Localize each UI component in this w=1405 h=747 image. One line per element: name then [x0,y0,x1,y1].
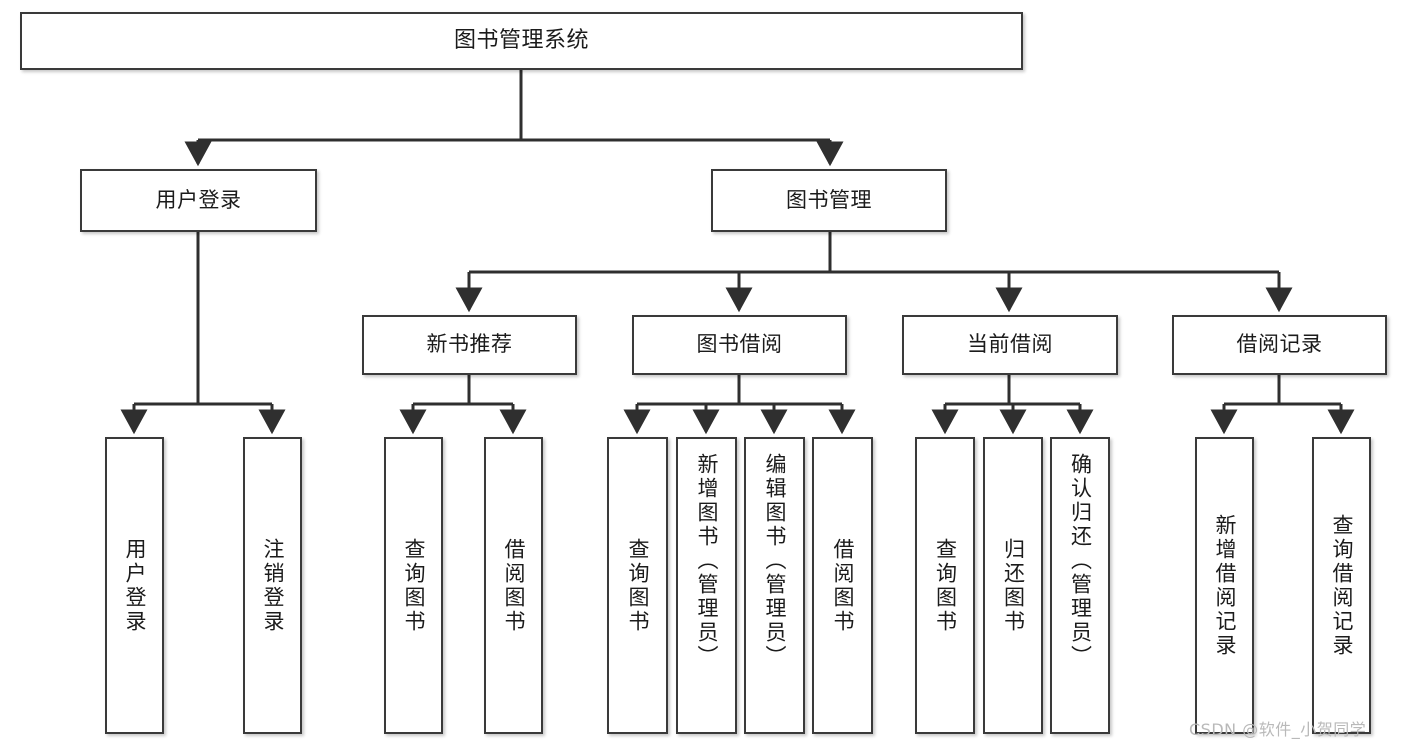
node-book-borrow-label: 图书借阅 [696,332,783,357]
node-leaf-add-book[interactable]: 新增图书（管理员） [676,437,737,734]
node-leaf-borrow-book-1-label: 借阅图书 [502,537,526,634]
node-leaf-user-login-label: 用户登录 [123,537,147,634]
node-user-login[interactable]: 用户登录 [80,169,317,232]
node-leaf-query-book-2-label: 查询图书 [626,537,650,634]
node-leaf-user-login[interactable]: 用户登录 [105,437,164,734]
node-user-login-label: 用户登录 [155,187,242,212]
node-borrow-record[interactable]: 借阅记录 [1172,315,1387,375]
node-leaf-query-book-1[interactable]: 查询图书 [384,437,443,734]
node-book-borrow[interactable]: 图书借阅 [632,315,847,375]
node-current-borrow-label: 当前借阅 [967,332,1053,357]
node-book-manage[interactable]: 图书管理 [711,169,947,232]
node-leaf-query-record-label: 查询借阅记录 [1330,513,1354,658]
node-new-book-recommend[interactable]: 新书推荐 [362,315,577,375]
node-current-borrow[interactable]: 当前借阅 [902,315,1118,375]
node-new-book-recommend-label: 新书推荐 [426,332,513,357]
node-leaf-borrow-book-1[interactable]: 借阅图书 [484,437,543,734]
node-leaf-add-book-label: 新增图书（管理员） [695,453,719,669]
node-leaf-query-book-1-label: 查询图书 [402,537,426,634]
node-leaf-confirm-return-label: 确认归还（管理员） [1068,453,1093,669]
node-root-label: 图书管理系统 [453,27,589,53]
node-leaf-borrow-book-2[interactable]: 借阅图书 [812,437,873,734]
node-leaf-return-book[interactable]: 归还图书 [983,437,1043,734]
node-leaf-edit-book[interactable]: 编辑图书（管理员） [744,437,805,734]
node-borrow-record-label: 借阅记录 [1236,332,1323,357]
node-leaf-logout-label: 注销登录 [261,537,285,634]
node-book-manage-label: 图书管理 [786,187,872,212]
node-leaf-return-book-label: 归还图书 [1001,537,1026,634]
node-leaf-query-record[interactable]: 查询借阅记录 [1312,437,1371,734]
node-leaf-add-record[interactable]: 新增借阅记录 [1195,437,1254,734]
node-leaf-borrow-book-2-label: 借阅图书 [831,537,855,634]
node-leaf-logout[interactable]: 注销登录 [243,437,302,734]
node-leaf-query-book-3[interactable]: 查询图书 [915,437,975,734]
node-root[interactable]: 图书管理系统 [20,12,1023,70]
node-leaf-edit-book-label: 编辑图书（管理员） [763,453,787,669]
node-leaf-query-book-3-label: 查询图书 [933,537,958,634]
node-leaf-query-book-2[interactable]: 查询图书 [607,437,668,734]
node-leaf-confirm-return[interactable]: 确认归还（管理员） [1050,437,1110,734]
node-leaf-add-record-label: 新增借阅记录 [1213,513,1237,658]
